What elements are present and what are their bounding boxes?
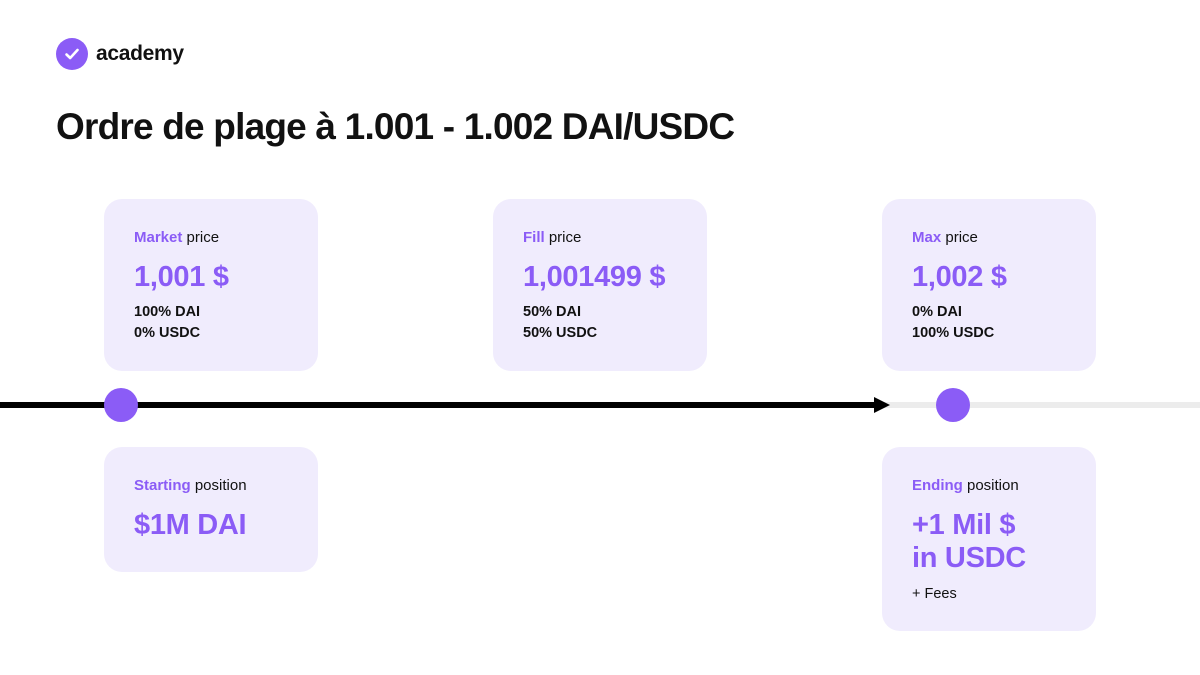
- card-value-line1: +1 Mil $: [912, 509, 1016, 541]
- starting-position-card: Starting position $1M DAI: [104, 447, 318, 572]
- ending-position-card: Ending position +1 Mil $ in USDC + Fees: [882, 447, 1096, 631]
- card-value: 1,001499 $: [523, 261, 666, 293]
- fees-note: + Fees: [912, 586, 957, 602]
- timeline-end-marker: [936, 388, 970, 422]
- market-price-card: Market price 1,001 $ 100% DAI 0% USDC: [104, 199, 318, 371]
- card-label-accent: Max: [912, 229, 942, 246]
- brand-logo: academy: [56, 38, 184, 70]
- card-label-accent: Fill: [523, 229, 545, 246]
- card-value: $1M DAI: [134, 509, 247, 541]
- card-label: Market price: [134, 229, 302, 247]
- card-label-text: position: [962, 477, 1019, 494]
- card-value-line2: in USDC: [912, 542, 1026, 574]
- fill-price-card: Fill price 1,001499 $ 50% DAI 50% USDC: [493, 199, 707, 371]
- check-badge-icon: [56, 38, 88, 70]
- card-label: Starting position: [134, 477, 302, 495]
- max-price-card: Max price 1,002 $ 0% DAI 100% USDC: [882, 199, 1096, 371]
- timeline-arrow-head: [874, 397, 890, 413]
- card-label: Fill price: [523, 229, 691, 247]
- card-line-dai: 0% DAI: [912, 304, 962, 320]
- card-value: +1 Mil $ in USDC: [912, 509, 1080, 575]
- card-line-usdc: 50% USDC: [523, 325, 598, 341]
- card-label-text: price: [182, 229, 220, 246]
- card-value: 1,001 $: [134, 261, 229, 293]
- price-timeline: [0, 388, 1200, 422]
- card-label: Ending position: [912, 477, 1080, 495]
- card-label-text: price: [941, 229, 978, 246]
- card-label-text: price: [544, 229, 582, 246]
- card-label: Max price: [912, 229, 1080, 247]
- card-label-accent: Starting: [134, 477, 191, 494]
- card-value: 1,002 $: [912, 261, 1007, 293]
- card-line-dai: 50% DAI: [523, 304, 582, 320]
- brand-name: academy: [96, 42, 184, 65]
- card-line-dai: 100% DAI: [134, 304, 201, 320]
- page-title: Ordre de plage à 1.001 - 1.002 DAI/USDC: [56, 106, 735, 147]
- card-label-accent: Market: [134, 229, 183, 246]
- timeline-start-marker: [104, 388, 138, 422]
- card-label-accent: Ending: [912, 477, 963, 494]
- card-line-usdc: 0% USDC: [134, 325, 201, 341]
- card-line-usdc: 100% USDC: [912, 325, 995, 341]
- card-label-text: position: [190, 477, 247, 494]
